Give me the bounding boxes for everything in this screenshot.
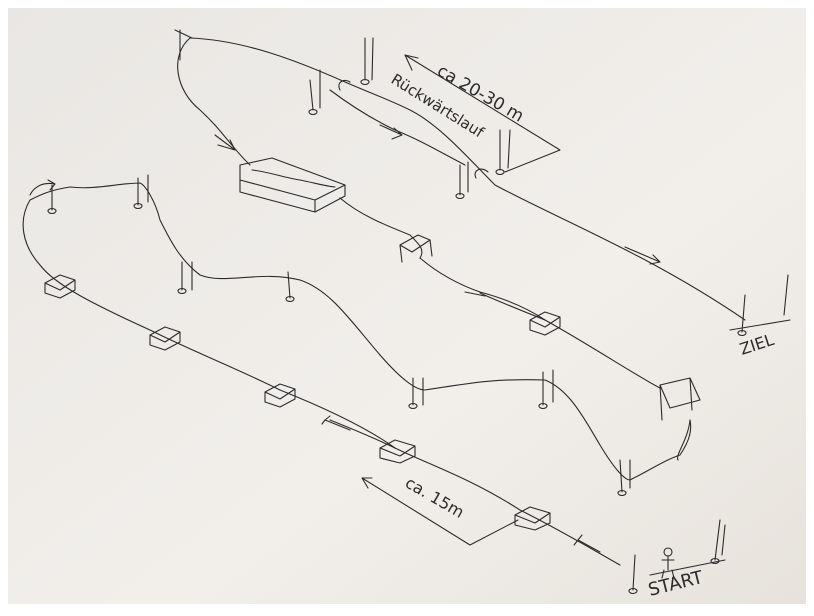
lower-connector	[329, 419, 396, 449]
hurdle-frame-5	[514, 506, 551, 531]
upper-loop-path	[189, 37, 746, 321]
wall-obstacle-line	[251, 169, 336, 188]
runner-person-icon	[661, 547, 675, 579]
direction-arrows	[29, 79, 691, 553]
hurdle-obstacle	[399, 234, 433, 263]
start-lane	[394, 447, 621, 566]
paper-sheet	[8, 8, 806, 604]
upper-to-backward-lane	[329, 89, 466, 166]
ziel-line	[729, 319, 791, 331]
distance-marker-long	[404, 54, 561, 173]
hurdle-frame-2	[149, 326, 181, 351]
hurdle-frame-1	[44, 274, 76, 299]
wall-obstacle	[239, 157, 346, 213]
marker-poles	[51, 29, 789, 591]
left-loop-path	[419, 257, 661, 389]
start-line	[649, 559, 726, 576]
hurdle-frame-3	[264, 383, 296, 408]
distance-marker-short	[361, 477, 519, 546]
hurdle-frame-4	[379, 439, 416, 464]
middle-switchback	[299, 279, 692, 481]
left-loop-arc	[22, 182, 546, 449]
wall-to-hurdle	[339, 197, 423, 259]
hurdle-frame-6	[529, 311, 561, 336]
tall-barrier	[659, 377, 701, 421]
pole-bases	[47, 78, 747, 595]
